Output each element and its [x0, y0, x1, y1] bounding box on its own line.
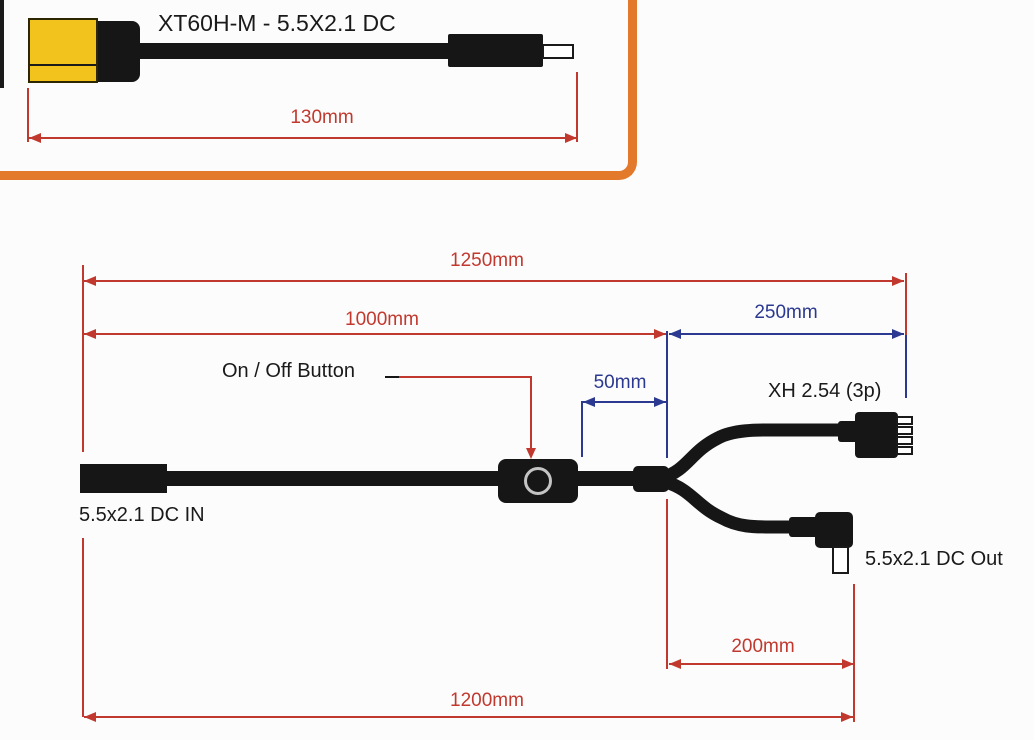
adapter-cable — [138, 43, 450, 59]
arrowhead-left — [669, 659, 681, 669]
upper-arm-cable — [655, 423, 846, 485]
ext-line-200-right — [853, 584, 855, 722]
highlight-frame — [0, 0, 637, 180]
y-split-cable — [633, 423, 846, 534]
dc-plug-tip-icon — [542, 44, 574, 59]
xt60-connector-boot — [98, 21, 140, 82]
arrowhead-right — [654, 329, 666, 339]
arrowhead-left — [84, 712, 96, 722]
frame-edge-fragment — [0, 0, 4, 88]
dim-label-130: 130mm — [290, 107, 354, 128]
xh-connector-boot — [838, 421, 860, 442]
onoff-switch-ring-icon — [524, 467, 552, 495]
arrowhead-left — [669, 329, 681, 339]
dc-out-body-icon — [815, 512, 853, 548]
lower-arm-cable — [659, 475, 803, 534]
xh-connector-body-icon — [855, 412, 898, 458]
arrowhead-left — [84, 276, 96, 286]
dim-label-200: 200mm — [731, 636, 795, 657]
dim-line-1250 — [84, 280, 904, 282]
ext-line-50-left — [581, 401, 583, 457]
onoff-button-label: On / Off Button — [222, 360, 356, 382]
ext-line-250-right — [905, 335, 907, 398]
dim-line-200 — [669, 663, 854, 665]
dim-line-50 — [583, 401, 666, 403]
dc-out-barrel-icon — [832, 546, 849, 574]
button-leader-line-h — [399, 376, 532, 378]
xh-pin-icon — [896, 416, 913, 425]
dc-plug-barrel-icon — [448, 34, 543, 67]
ext-line-left-lower — [82, 538, 84, 717]
dim-label-50: 50mm — [593, 372, 647, 393]
dc-in-connector-icon — [80, 464, 167, 493]
xh-connector-label: XH 2.54 (3p) — [768, 380, 882, 402]
top-cable-title: XT60H-M - 5.5X2.1 DC — [158, 10, 396, 36]
dim-line-250 — [669, 333, 904, 335]
dim-line-1200 — [84, 716, 853, 718]
arrowhead-right — [842, 659, 854, 669]
xh-pin-icon — [896, 426, 913, 435]
arrowhead-right — [565, 133, 577, 143]
xt60-connector-icon — [28, 18, 98, 83]
main-cable-segment-b — [576, 471, 640, 486]
arrowhead-left — [29, 133, 41, 143]
xh-pin-icon — [896, 436, 913, 445]
dim-label-1000: 1000mm — [345, 309, 419, 330]
ext-line-split — [666, 331, 668, 458]
ext-line-1250-right — [905, 273, 907, 335]
dim-line-130 — [29, 137, 577, 139]
dc-in-label: 5.5x2.1 DC IN — [79, 504, 205, 526]
arrowhead-right — [654, 397, 666, 407]
dim-label-250: 250mm — [754, 302, 818, 323]
button-leader-line-v — [530, 376, 532, 449]
dc-out-label: 5.5x2.1 DC Out — [865, 548, 1003, 570]
dim-line-1000 — [84, 333, 666, 335]
arrowhead-right — [841, 712, 853, 722]
xh-pin-icon — [896, 446, 913, 455]
ext-line-200-left — [666, 499, 668, 669]
dc-out-boot — [789, 517, 821, 537]
ext-line-130-right — [576, 72, 578, 142]
dim-label-1200: 1200mm — [450, 690, 524, 711]
arrowhead-right — [892, 329, 904, 339]
arrowhead-left — [583, 397, 595, 407]
ext-line-130-left — [27, 88, 29, 142]
arrowhead-right — [892, 276, 904, 286]
xt60-connector-divider — [30, 64, 96, 66]
main-cable-segment-a — [165, 471, 505, 486]
button-leader-dash — [385, 376, 399, 378]
arrowhead-left — [84, 329, 96, 339]
arrowhead-down — [526, 448, 536, 459]
dim-label-1250: 1250mm — [450, 250, 524, 271]
ext-line-left-upper — [82, 265, 84, 452]
